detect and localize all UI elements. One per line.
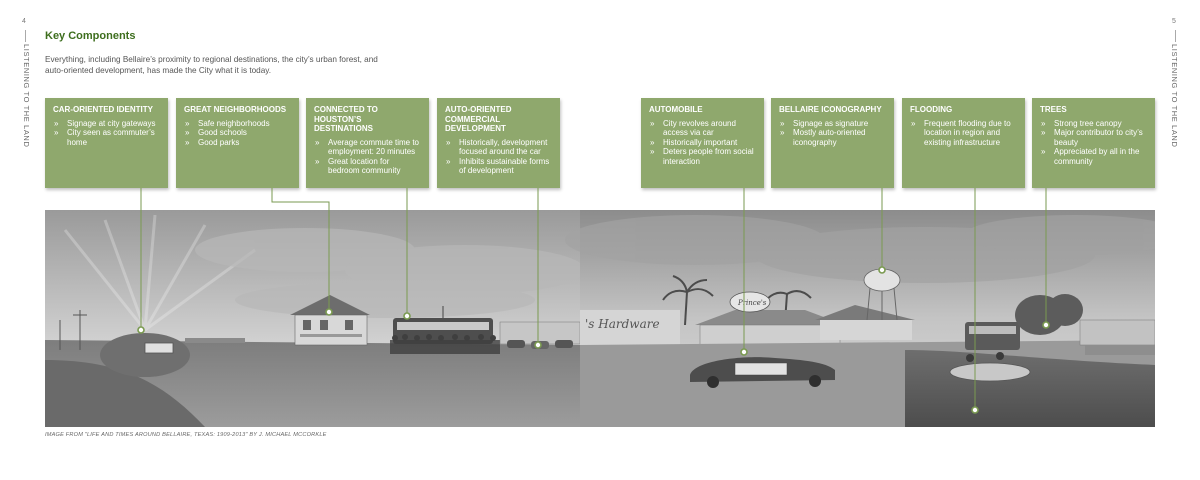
card-flooding: FLOODING Frequent flooding due to locati… bbox=[902, 98, 1025, 188]
telephone-poles bbox=[59, 310, 87, 350]
bushes bbox=[100, 333, 190, 377]
card-title: FLOODING bbox=[910, 105, 953, 114]
card-title: BELLAIRE ICONOGRAPHY bbox=[779, 105, 882, 114]
card-bullet: City revolves around access via car bbox=[649, 119, 757, 138]
bus bbox=[965, 322, 1020, 350]
card-auto-oriented-commercial: AUTO-ORIENTED COMMERCIAL DEVELOPMENT His… bbox=[437, 98, 560, 188]
card-bullet: Deters people from social interaction bbox=[649, 147, 757, 166]
page-number-left: 4 bbox=[22, 18, 26, 25]
card-great-neighborhoods: GREAT NEIGHBORHOODS Safe neighborhoods G… bbox=[176, 98, 299, 188]
card-bullet: Inhibits sustainable forms of developmen… bbox=[445, 157, 553, 176]
svg-text:'s Hardware: 's Hardware bbox=[585, 317, 660, 331]
card-bullet: Safe neighborhoods bbox=[184, 119, 292, 129]
side-label-left: LISTENING TO THE LAND bbox=[22, 44, 31, 148]
page-number-right: 5 bbox=[1172, 18, 1176, 25]
svg-text:Prince's: Prince's bbox=[737, 299, 767, 307]
crowd bbox=[390, 334, 500, 354]
commercial-strip-right bbox=[1079, 319, 1155, 355]
image-credit: IMAGE FROM "LIFE AND TIMES AROUND BELLAI… bbox=[45, 432, 327, 438]
hardware-store: 's Hardware bbox=[580, 310, 680, 345]
card-bullet: Frequent flooding due to location in reg… bbox=[910, 119, 1018, 148]
rescue-boat bbox=[949, 352, 1031, 382]
card-car-oriented-identity: CAR-ORIENTED IDENTITY Signage at city ga… bbox=[45, 98, 168, 188]
card-automobile: AUTOMOBILE City revolves around access v… bbox=[641, 98, 764, 188]
side-label-right: LISTENING TO THE LAND bbox=[1170, 44, 1179, 148]
card-title: GREAT NEIGHBORHOODS bbox=[184, 105, 287, 114]
card-bullet: Strong tree canopy bbox=[1040, 119, 1148, 129]
commercial-strip-left bbox=[499, 321, 581, 349]
card-bullet: City seen as commuter’s home bbox=[53, 128, 161, 147]
card-connected-to-houston: CONNECTED TO HOUSTON’S DESTINATIONS Aver… bbox=[306, 98, 429, 188]
card-bullet: Mostly auto-oriented iconography bbox=[779, 128, 887, 147]
side-rule-right bbox=[1175, 30, 1176, 42]
card-bullet: Major contributor to city’s beauty bbox=[1040, 128, 1148, 147]
card-title: CAR-ORIENTED IDENTITY bbox=[53, 105, 153, 114]
card-trees: TREES Strong tree canopy Major contribut… bbox=[1032, 98, 1155, 188]
card-title: AUTOMOBILE bbox=[649, 105, 703, 114]
panorama-illustration: 's Hardware Prince's bbox=[45, 210, 1155, 427]
clouds-right bbox=[565, 215, 1155, 283]
panoramic-photo: 's Hardware Prince's bbox=[45, 210, 1155, 427]
card-bullet: Appreciated by all in the community bbox=[1040, 147, 1148, 166]
card-bullet: Good schools bbox=[184, 128, 292, 138]
card-title: TREES bbox=[1040, 105, 1067, 114]
card-title: AUTO-ORIENTED COMMERCIAL DEVELOPMENT bbox=[445, 105, 512, 133]
card-title: CONNECTED TO HOUSTON’S DESTINATIONS bbox=[314, 105, 378, 133]
parade-car bbox=[690, 357, 835, 388]
tree-canopy bbox=[1015, 294, 1083, 335]
drive-in-restaurant: Prince's bbox=[695, 291, 915, 346]
card-bullet: Signage as signature bbox=[779, 119, 887, 129]
card-bullet: Signage at city gateways bbox=[53, 119, 161, 129]
card-bellaire-iconography: BELLAIRE ICONOGRAPHY Signage as signatur… bbox=[771, 98, 894, 188]
intro-paragraph: Everything, including Bellaire’s proximi… bbox=[45, 55, 378, 75]
card-bullet: Historically important bbox=[649, 138, 757, 148]
card-bullet: Historically, development focused around… bbox=[445, 138, 553, 157]
road-left bbox=[45, 360, 205, 427]
side-rule-left bbox=[25, 30, 26, 42]
card-bullet: Great location for bedroom community bbox=[314, 157, 422, 176]
card-bullet: Average commute time to employment: 20 m… bbox=[314, 138, 422, 157]
fence bbox=[185, 338, 245, 343]
card-bullet: Good parks bbox=[184, 138, 292, 148]
page-title: Key Components bbox=[45, 30, 136, 42]
gateway-sign bbox=[144, 342, 174, 354]
